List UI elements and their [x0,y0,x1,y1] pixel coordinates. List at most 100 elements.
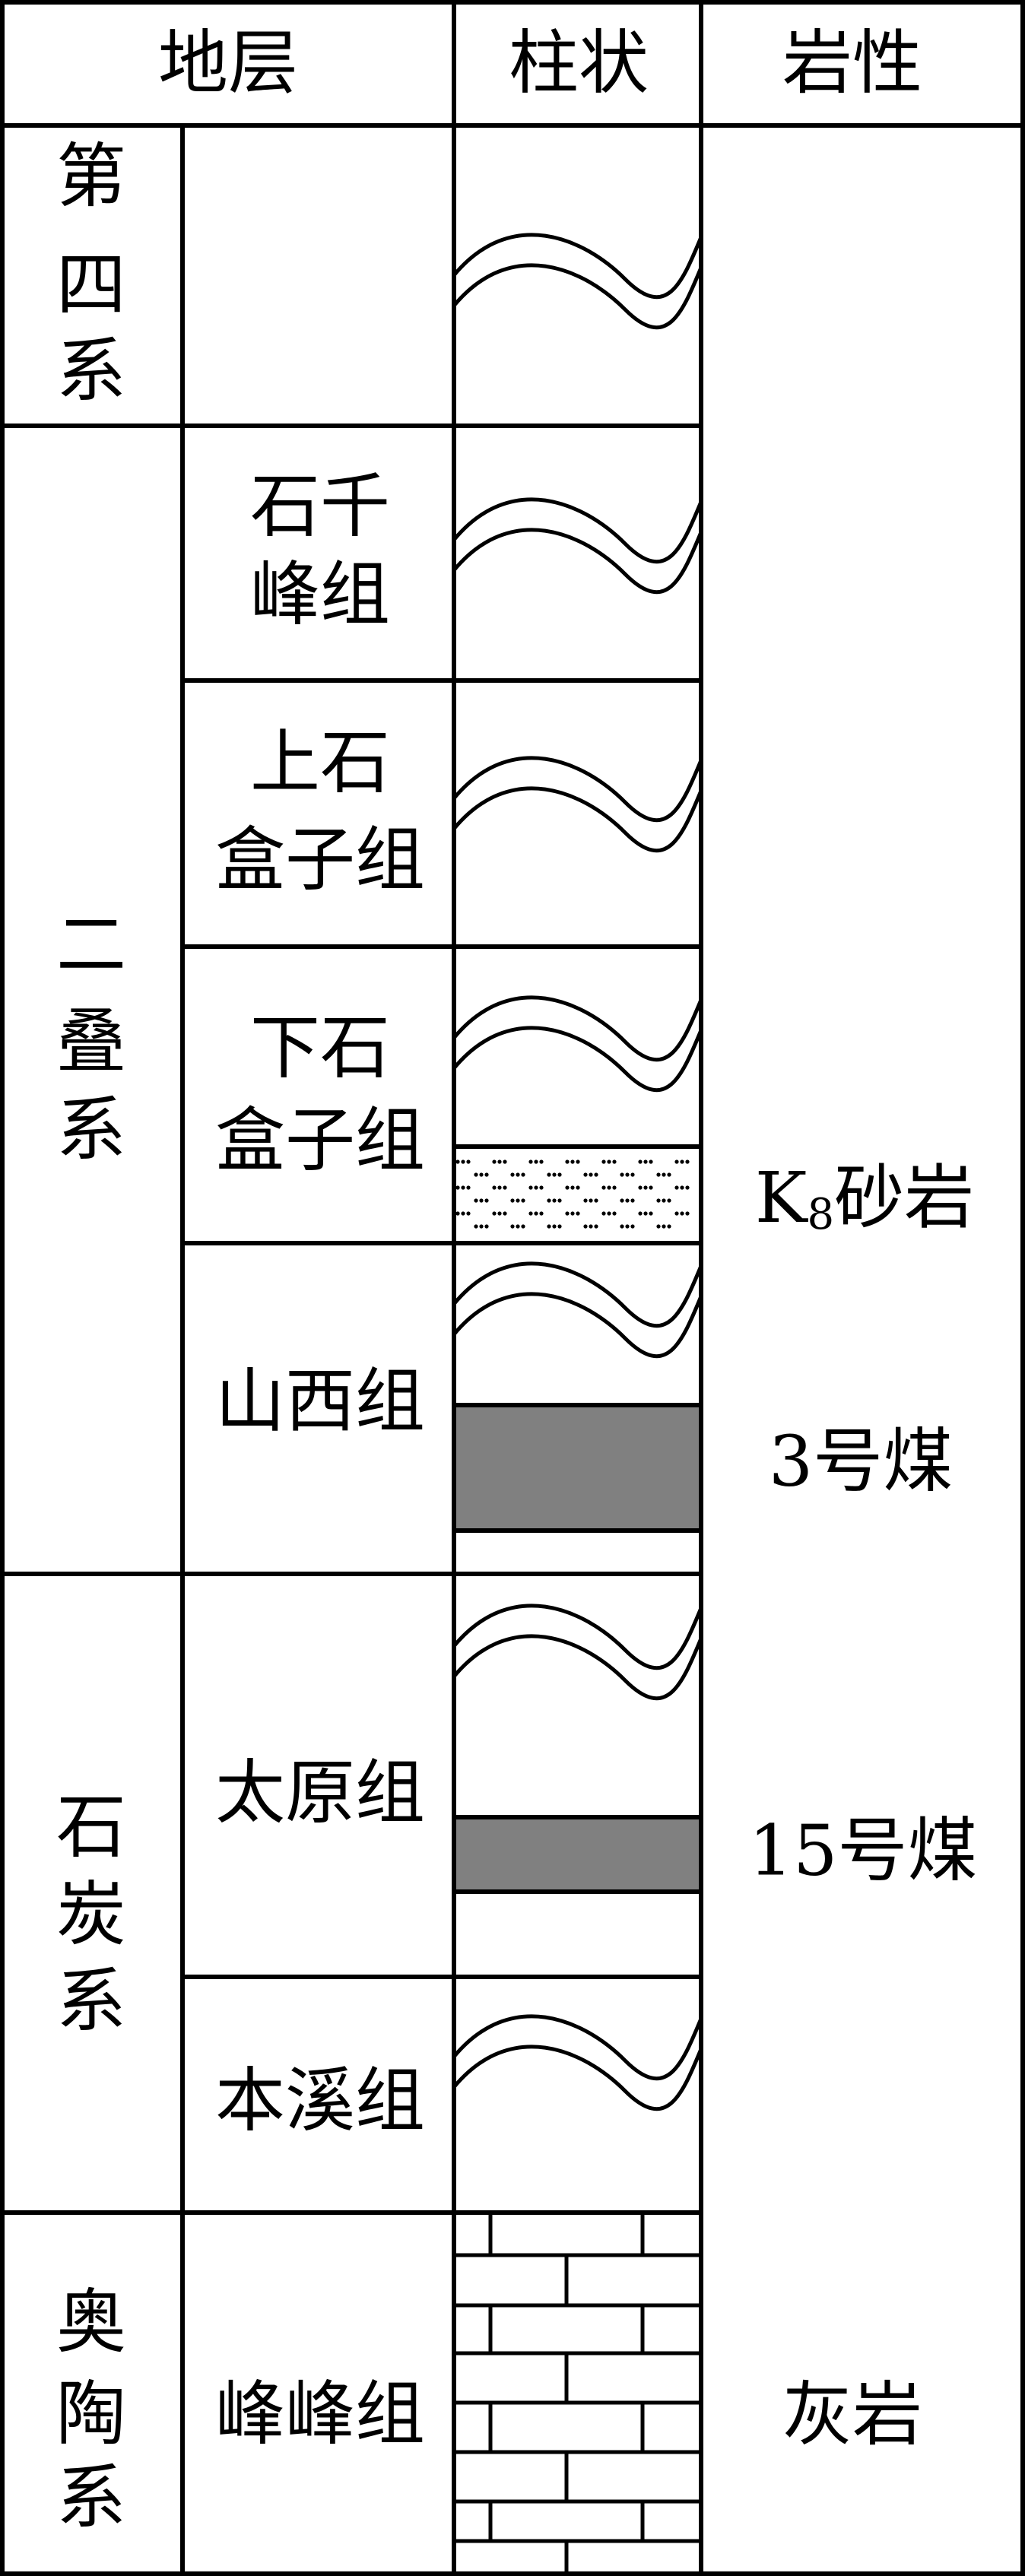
wave-line [452,497,703,564]
wave-line [452,2045,703,2111]
sandstone-dot [662,1198,666,1203]
sandstone-dot [466,1160,471,1164]
sandstone-dot [455,1211,460,1216]
sandstone-dot [497,1211,502,1216]
wave-line [452,756,703,823]
system-char: 陶 [56,2374,126,2455]
system-char: 炭 [56,1874,126,1956]
sandstone-dot [638,1160,643,1164]
system-char: 系 [56,331,126,412]
sandstone-dot [557,1198,562,1203]
sandstone-dot [552,1172,557,1177]
sandstone-dot [534,1211,538,1216]
system-char: 系 [56,1090,126,1171]
sandstone-dot [656,1224,661,1229]
wave-lower-shihezi [452,995,703,1093]
sandstone-dot [570,1211,575,1216]
wave-line [452,1604,703,1670]
coal-seam-15 [452,1815,703,1894]
coal-seam-3 [452,1403,703,1533]
sandstone-dot [503,1160,507,1164]
sandstone-dot [455,1185,460,1190]
wave-line [452,1292,703,1359]
limestone-pattern [454,2213,701,2574]
sandstone-dot [528,1160,533,1164]
system-ordovician: 奥 陶 系 [56,2282,126,2539]
formation-shanxi: 山西组 [215,1361,425,1442]
sandstone-dot [474,1198,478,1203]
wave-line [452,263,703,330]
system-char: 系 [56,1961,126,2042]
header-strata: 地层 [158,23,298,104]
sandstone-dot [674,1160,679,1164]
sandstone-dot [479,1172,484,1177]
sandstone-dot [557,1224,562,1229]
formation-shiqianfeng-line1: 石千 [250,466,390,547]
sandstone-dot [620,1224,624,1229]
sandstone-pattern [455,1160,690,1229]
formation-fengfeng: 峰峰组 [215,2374,425,2455]
sandstone-dot [528,1211,533,1216]
sandstone-dot [594,1198,598,1203]
sandstone-dot [649,1211,653,1216]
sandstone-dot [674,1185,679,1190]
sandstone-dot [583,1224,588,1229]
sandstone-dot [680,1160,684,1164]
sandstone-dot [643,1185,648,1190]
sandstone-dot [455,1160,460,1164]
sandstone-dot [474,1172,478,1177]
system-permian: 二 叠 系 [56,905,126,1171]
sandstone-dot [484,1172,489,1177]
header-lithology: 岩性 [782,23,922,104]
sandstone-dot [547,1198,551,1203]
sandstone-dot [601,1160,606,1164]
sandstone-dot [510,1224,515,1229]
sandstone-dot [516,1224,520,1229]
unconformity-waves [452,233,703,2111]
sandstone-dot [667,1224,671,1229]
sandstone-dot [667,1172,671,1177]
sandstone-dot [570,1160,575,1164]
sandstone-dot [497,1160,502,1164]
wave-shiqianfeng [452,497,703,595]
system-char: 石 [56,1787,126,1868]
sandstone-dot [516,1172,520,1177]
wave-line [452,233,703,300]
sandstone-dot [466,1185,471,1190]
sandstone-dot [583,1172,588,1177]
sandstone-dot [565,1160,570,1164]
sandstone-dot [461,1185,465,1190]
sandstone-dot [576,1160,580,1164]
sandstone-dot [521,1224,525,1229]
sandstone-dot [649,1160,653,1164]
sandstone-dot [557,1172,562,1177]
sandstone-dot [521,1172,525,1177]
wave-line [452,1026,703,1093]
sandstone-dot [630,1224,635,1229]
system-char: 系 [56,2457,126,2539]
k8-name: 砂岩 [834,1157,974,1239]
wave-line [452,1634,703,1701]
sandstone-dot [685,1185,690,1190]
sandstone-dot [667,1198,671,1203]
sandstone-dot [638,1211,643,1216]
sandstone-dot [539,1211,544,1216]
lithology-limestone: 灰岩 [782,2375,922,2456]
sandstone-dot [620,1198,624,1203]
lithology-k8-sandstone: K8砂岩 [755,1157,974,1239]
formation-lower-shihezi-line2: 盒子组 [215,1100,425,1182]
sandstone-dot [534,1160,538,1164]
sandstone-dot [643,1211,648,1216]
sandstone-dot [607,1160,611,1164]
sandstone-dot [528,1185,533,1190]
lithology-fills [452,1160,703,2574]
sandstone-dot [620,1172,624,1177]
sandstone-dot [497,1185,502,1190]
header-column: 柱状 [509,23,649,104]
wave-line [452,528,703,595]
sandstone-dot [612,1211,617,1216]
sandstone-dot [565,1185,570,1190]
formation-lower-shihezi-line1: 下石 [250,1007,390,1089]
